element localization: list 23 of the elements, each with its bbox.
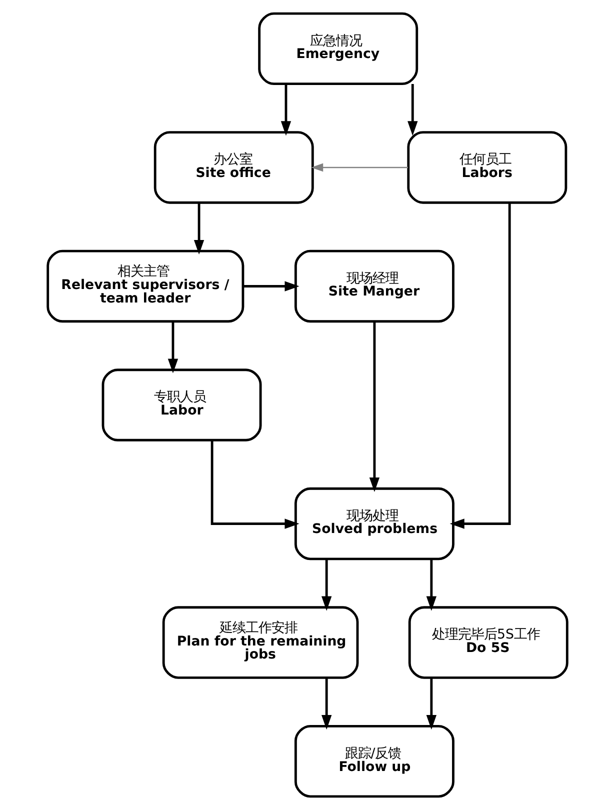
arrow [320,678,332,730]
arrow [407,84,418,136]
node-box: 专职人员 Labor [101,368,262,442]
arrow [193,202,204,255]
node-box: 现场处理 Solved problems [294,487,454,560]
arrow [449,202,510,529]
arrow [426,678,436,730]
node-box: 延续工作安排 Plan for the remaining jobs [162,606,358,679]
arrow [280,84,291,136]
node-box: 相关主管 Relevant supervisors / team leader [46,250,244,323]
arrow [320,559,332,611]
node-box: 任何员工 Labors [406,131,567,204]
node-box: 办公室 Site office [153,131,314,204]
node-box: 现场经理 Site Manger [294,250,454,323]
arrow [242,281,299,292]
node-box: 应急情况 Emergency [258,12,418,86]
node-box: 处理完毕后5S工作 Do 5S [408,606,568,679]
arrow [167,322,178,374]
node-box: 跟踪/反馈 Follow up [294,724,454,798]
arrow [310,163,408,172]
arrow [368,322,380,492]
arrow [426,559,436,611]
arrow [210,440,299,529]
